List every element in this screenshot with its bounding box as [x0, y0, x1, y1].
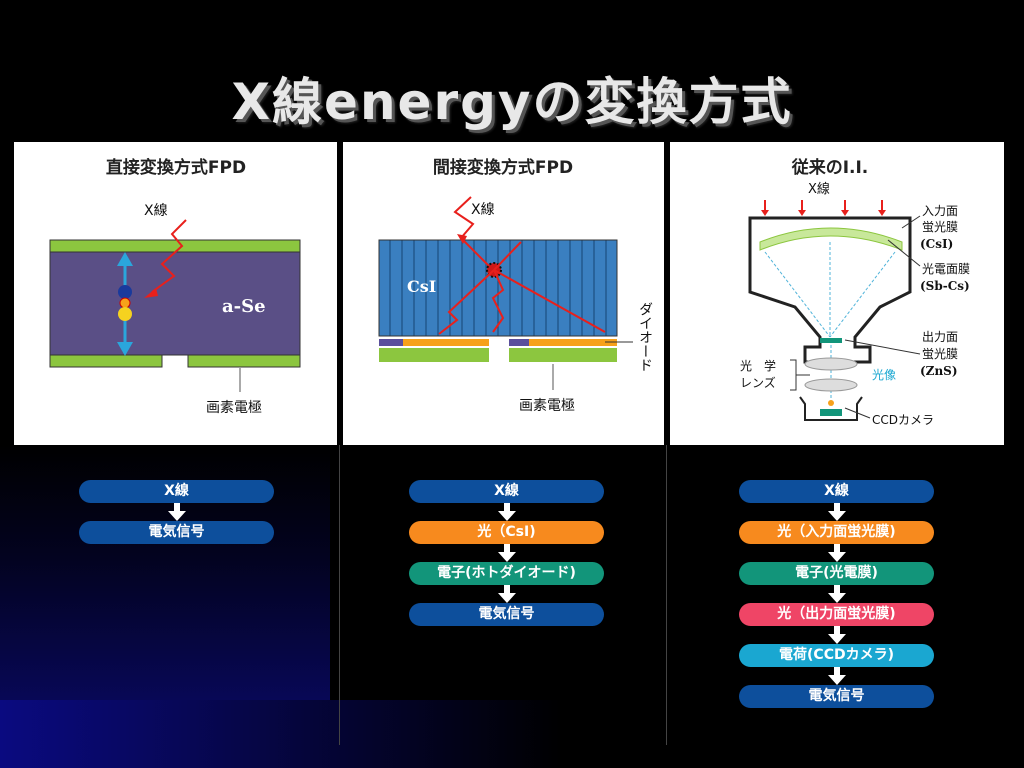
down-arrow-icon	[167, 503, 186, 521]
light-path-1	[438, 269, 495, 335]
csi-scintillator	[378, 239, 618, 337]
output-phosphor	[820, 338, 842, 343]
light-path-3	[491, 269, 505, 333]
light-path-4	[493, 269, 606, 333]
input-leader	[901, 215, 921, 229]
electron-path-2	[829, 251, 896, 338]
flow-step-indirect-0: X線	[409, 480, 604, 503]
ccd-sensor	[820, 409, 842, 416]
xray-path	[151, 219, 187, 293]
xray-arrowhead	[144, 288, 158, 298]
xray-arrowhead-b	[798, 210, 806, 216]
light-spot-icon	[828, 400, 834, 406]
photocathode-label-1: 光電面膜	[922, 262, 970, 276]
camera-mount	[799, 396, 863, 421]
ii-tube-outline	[748, 216, 912, 364]
photocathode-label-2: (Sb-Cs)	[920, 279, 970, 293]
electron-charge-icon	[118, 307, 132, 321]
a-se-label: a-Se	[222, 296, 266, 317]
light-image-label: 光像	[872, 368, 896, 382]
column-divider-1	[339, 445, 340, 745]
electron-path-1	[764, 251, 831, 338]
down-arrow-icon	[827, 544, 846, 562]
xray-arrowhead-c	[841, 210, 849, 216]
lens-1	[804, 357, 858, 371]
optics-label-2: レンズ	[740, 375, 776, 390]
input-face-label-1: 入力面	[922, 204, 958, 218]
ii-panel: 従来のI.I. X線 入力面 蛍光膜 (CsI) 光電面膜 (Sb-Cs) 出力…	[670, 142, 1004, 445]
indirect-fpd-diagram: 間接変換方式FPD X線 CsI ダイオード 画素電極	[378, 157, 653, 414]
output-leader	[844, 339, 921, 355]
ii-diagram: 従来のI.I. X線 入力面 蛍光膜 (CsI) 光電面膜 (Sb-Cs) 出力…	[740, 157, 970, 427]
lens-2	[804, 378, 858, 392]
flow-step-indirect-2: 電子(ホトダイオード)	[409, 562, 604, 585]
down-arrow-icon	[827, 503, 846, 521]
flow-step-ii-3: 光（出力面蛍光膜)	[739, 603, 934, 626]
arrow-up-icon	[117, 252, 133, 266]
direct-fpd-panel: 直接変換方式FPD X線 a-Se 画素電極	[14, 142, 337, 445]
flow-step-direct-1: 電気信号	[79, 521, 274, 544]
flow-step-ii-4: 電荷(CCDカメラ)	[739, 644, 934, 667]
optics-bracket	[790, 359, 797, 391]
direct-heading: 直接変換方式FPD	[106, 157, 246, 178]
down-arrow-icon	[497, 503, 516, 521]
input-face-label-2: 蛍光膜	[922, 220, 958, 234]
indirect-xray-label: X線	[471, 202, 495, 218]
background-gradient-bottom	[0, 700, 1024, 768]
indirect-xray-path	[453, 196, 475, 239]
indirect-heading: 間接変換方式FPD	[433, 157, 573, 178]
ccd-label: CCDカメラ	[872, 413, 934, 427]
indirect-fpd-panel: 間接変換方式FPD X線 CsI ダイオード 画素電極	[343, 142, 664, 445]
optics-label-1: 光 学	[740, 358, 776, 373]
input-phosphor	[759, 227, 903, 251]
top-electrode	[49, 239, 301, 253]
xray-arrowhead-d	[878, 210, 886, 216]
flow-step-direct-0: X線	[79, 480, 274, 503]
ii-heading: 従来のI.I.	[791, 157, 869, 178]
flow-step-ii-2: 電子(光電膜)	[739, 562, 934, 585]
ccd-leader	[844, 407, 871, 419]
xray-arrowhead-a	[761, 210, 769, 216]
indirect-electrode-right	[509, 348, 617, 362]
flow-step-indirect-3: 電気信号	[409, 603, 604, 626]
arrow-down-icon	[117, 342, 133, 356]
direct-pixel-electrode-label: 画素電極	[206, 400, 262, 416]
down-arrow-icon	[497, 544, 516, 562]
column-divider-2	[666, 445, 667, 745]
output-face-label-2: 蛍光膜	[922, 347, 958, 361]
hole-charge-icon	[118, 285, 132, 299]
tft-right	[509, 339, 617, 346]
flow-step-ii-5: 電気信号	[739, 685, 934, 708]
indirect-xray-path-2	[460, 237, 490, 267]
photodiode-right	[509, 339, 529, 346]
photocathode-leader	[887, 239, 921, 267]
diode-label: ダイオード	[637, 302, 653, 372]
down-arrow-icon	[827, 585, 846, 603]
down-arrow-icon	[827, 667, 846, 685]
down-arrow-icon	[827, 626, 846, 644]
light-path-2	[493, 241, 522, 271]
csi-label: CsI	[407, 277, 436, 296]
pixel-electrode-left	[49, 354, 163, 368]
ionization-icon	[119, 297, 131, 309]
direct-fpd-diagram: 直接変換方式FPD X線 a-Se 画素電極	[49, 157, 301, 416]
output-face-label-1: 出力面	[922, 330, 958, 344]
flow-step-ii-1: 光（入力面蛍光膜)	[739, 521, 934, 544]
flow-step-ii-0: X線	[739, 480, 934, 503]
down-arrow-icon	[497, 585, 516, 603]
slide-title: X線energyの変換方式	[231, 73, 793, 131]
output-face-label-3: (ZnS)	[920, 364, 958, 378]
ii-xray-label: X線	[808, 181, 830, 197]
input-face-label-3: (CsI)	[920, 237, 953, 251]
flow-step-indirect-1: 光（CsI)	[409, 521, 604, 544]
indirect-electrode-left	[379, 348, 489, 362]
indirect-pixel-electrode-label: 画素電極	[519, 398, 575, 414]
tft-left	[403, 339, 489, 346]
direct-xray-label: X線	[144, 203, 168, 219]
a-se-layer	[49, 251, 301, 356]
pixel-electrode-right	[187, 354, 301, 368]
